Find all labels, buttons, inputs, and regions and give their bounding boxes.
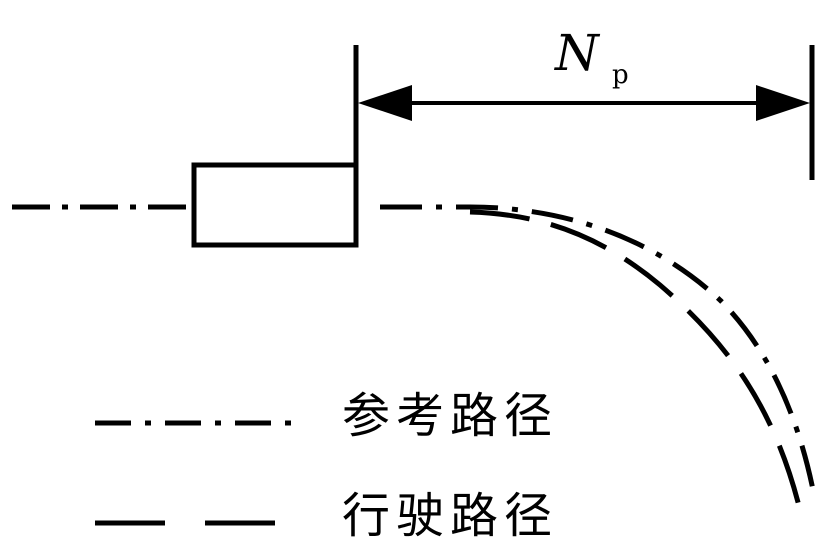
legend-label-driving-path: 行驶路径 bbox=[342, 488, 559, 544]
horizon-arrow-right-head bbox=[756, 85, 810, 121]
horizon-subscript: p bbox=[612, 60, 629, 90]
reference-path-curve bbox=[380, 204, 818, 501]
vehicle-box bbox=[191, 162, 359, 248]
horizon-arrow-left-head bbox=[358, 85, 412, 121]
horizon-label: N bbox=[555, 24, 599, 82]
legend-label-reference-path: 参考路径 bbox=[342, 388, 559, 444]
driving-path-curve bbox=[469, 209, 803, 511]
